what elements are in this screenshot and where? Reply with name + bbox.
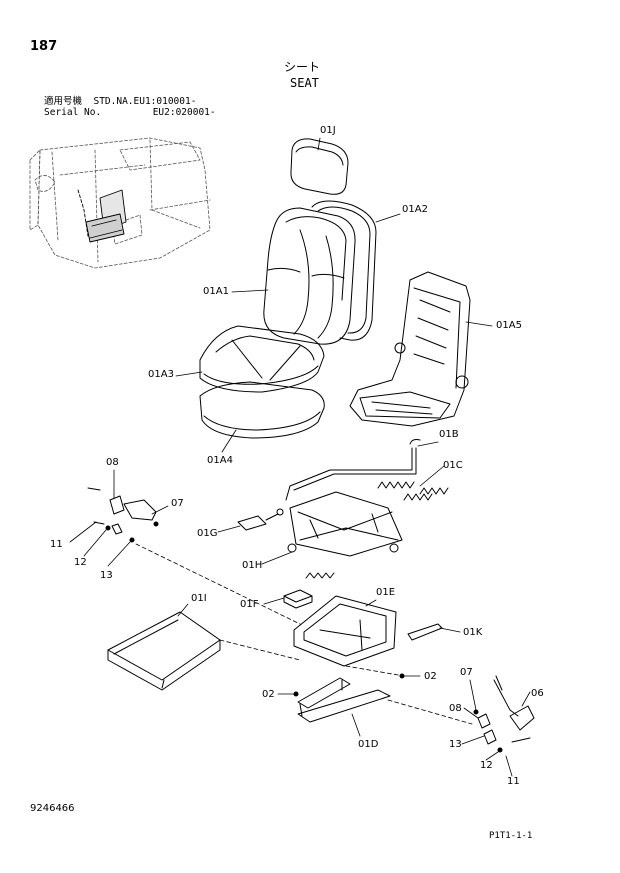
callout-01A5: 01A5 [496,320,522,331]
callout-08-left: 08 [106,457,119,468]
callout-01D: 01D [358,739,379,750]
callout-11-left: 11 [50,539,63,550]
backrest-cover-part [311,200,377,341]
pin-02-left [293,691,299,697]
callout-01F: 01F [240,599,259,610]
seat-base-cushion-part [199,381,325,439]
callout-01G: 01G [197,528,218,539]
base-frame-part [293,595,397,667]
callout-01A3: 01A3 [148,369,174,380]
callout-13-right: 13 [449,739,462,750]
callout-01A4: 01A4 [207,455,233,466]
seat-cushion-part [199,325,325,393]
mat-part [107,611,221,691]
callout-01A2: 01A2 [402,204,428,215]
applicability-eu2: EU2:020001- [152,107,216,118]
handle-part [237,508,284,531]
callout-11-right: 11 [507,776,520,787]
title-japanese: シート [284,60,321,74]
callout-08-right: 08 [449,703,462,714]
seat-frame-part [349,271,471,427]
dashed-guide-lines [135,543,473,725]
leader-lines [69,137,531,777]
callout-01B: 01B [439,429,459,440]
suspension-part [287,491,403,579]
headrest-part [290,138,349,195]
page-number: 187 [30,39,58,54]
callout-07-right: 07 [460,667,473,678]
callout-01I: 01I [191,593,207,604]
cab-location-thumbnail [29,137,211,269]
callout-01H: 01H [242,560,263,571]
rod-part [285,439,421,501]
callout-01J: 01J [320,125,336,136]
callout-12-left: 12 [74,557,87,568]
page-reference: P1T1-1-1 [489,831,533,841]
rail-part [297,677,391,723]
callout-06: 06 [531,688,544,699]
applicability-block: 適用号機 STD.NA.EU1:010001- Serial No. EU2:0… [44,96,216,118]
title-english: SEAT [290,76,319,90]
callout-01K: 01K [463,627,483,638]
spring-parts [377,481,449,501]
applicability-std-prefix: STD.NA. [93,96,134,107]
applicability-label-en: Serial No. [44,107,102,118]
callout-12-right: 12 [480,760,493,771]
document-id: 9246466 [30,803,75,814]
pad-part [283,589,313,609]
callout-01A1: 01A1 [203,286,229,297]
backrest-cushion-part [263,207,356,345]
callout-02-right: 02 [424,671,437,682]
cab-seat-highlight [77,189,127,243]
callout-01C: 01C [443,460,463,471]
callout-02-left: 02 [262,689,275,700]
callout-07-left: 07 [171,498,184,509]
right-seatbelt-part [473,675,535,753]
callout-13-left: 13 [100,570,113,581]
strip-part [407,623,443,641]
applicability-label-jp: 適用号機 [44,96,83,107]
callout-01E: 01E [376,587,396,598]
applicability-eu1: EU1:010001- [133,96,197,107]
left-seatbelt-part [87,487,159,543]
